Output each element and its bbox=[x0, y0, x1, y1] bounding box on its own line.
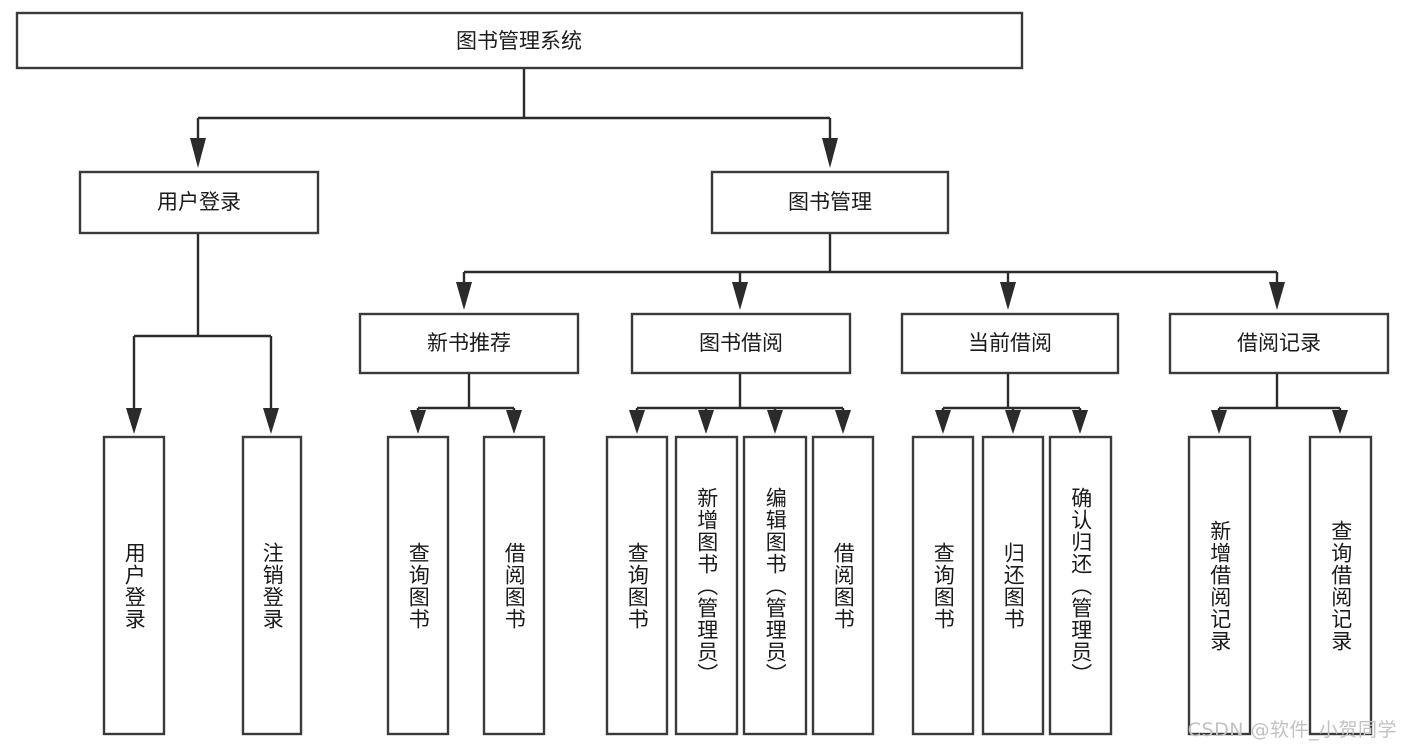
node-borrow-record-label: 借阅记录 bbox=[1237, 331, 1321, 355]
node-borrow-record-box[interactable] bbox=[1168, 312, 1390, 375]
leaf-box-add-borrow-record[interactable] bbox=[1187, 435, 1252, 736]
arrow-borrow-leaf1 bbox=[629, 410, 645, 434]
arrow-to-borrow bbox=[732, 282, 748, 310]
node-user-login[interactable]: 用户登录 bbox=[78, 170, 320, 235]
arrow-current-leaf3 bbox=[1072, 410, 1088, 434]
arrow-newbook-leaf1 bbox=[410, 410, 426, 434]
node-book-borrow-box[interactable] bbox=[630, 312, 852, 375]
leaf-box-query-book-borrow[interactable] bbox=[605, 435, 669, 736]
arrow-record-leaf2 bbox=[1332, 410, 1348, 434]
connector-group-borrow bbox=[629, 373, 851, 434]
arrow-root-to-bookmgmt bbox=[822, 138, 838, 168]
csdn-watermark: CSDN @软件_小贺同学 bbox=[1187, 719, 1397, 741]
arrow-login-leaf1 bbox=[126, 408, 142, 434]
leaf-box-query-borrow-record[interactable] bbox=[1308, 435, 1373, 736]
connector-group-root bbox=[190, 68, 838, 168]
node-root-label: 图书管理系统 bbox=[456, 29, 582, 53]
arrow-current-leaf1 bbox=[935, 410, 951, 434]
node-user-login-label: 用户登录 bbox=[157, 190, 241, 214]
arrow-borrow-leaf3 bbox=[767, 410, 783, 434]
node-new-book-recommend-label: 新书推荐 bbox=[427, 331, 511, 355]
arrow-borrow-leaf4 bbox=[835, 410, 851, 434]
connector-group-current bbox=[935, 373, 1088, 434]
node-current-borrow[interactable]: 当前借阅 bbox=[900, 312, 1120, 375]
arrow-record-leaf1 bbox=[1211, 410, 1227, 434]
node-book-management[interactable]: 图书管理 bbox=[710, 170, 950, 235]
node-root[interactable]: 图书管理系统 bbox=[15, 11, 1024, 70]
node-book-management-box[interactable] bbox=[710, 170, 950, 235]
leaf-box-borrow-book-rec[interactable] bbox=[482, 435, 546, 736]
node-new-book-recommend[interactable]: 新书推荐 bbox=[358, 312, 580, 375]
arrow-to-record bbox=[1269, 282, 1285, 310]
arrow-current-leaf2 bbox=[1005, 410, 1021, 434]
node-book-borrow-label: 图书借阅 bbox=[699, 331, 783, 355]
leaf-box-confirm-return-admin[interactable] bbox=[1048, 435, 1113, 736]
node-book-borrow[interactable]: 图书借阅 bbox=[630, 312, 852, 375]
connector-group-bookmgmt bbox=[456, 233, 1285, 310]
leaf-box-user-logout[interactable] bbox=[241, 435, 303, 736]
node-current-borrow-label: 当前借阅 bbox=[968, 331, 1052, 355]
node-new-book-recommend-box[interactable] bbox=[358, 312, 580, 375]
node-root-box[interactable] bbox=[15, 11, 1024, 70]
leaf-box-edit-book-admin[interactable] bbox=[742, 435, 808, 736]
arrow-borrow-leaf2 bbox=[698, 410, 714, 434]
leaf-box-return-book[interactable] bbox=[981, 435, 1045, 736]
leaf-box-query-book-current[interactable] bbox=[911, 435, 975, 736]
connector-group-login bbox=[126, 233, 279, 434]
node-book-management-label: 图书管理 bbox=[788, 190, 872, 214]
node-current-borrow-box[interactable] bbox=[900, 312, 1120, 375]
leaf-box-user-login[interactable] bbox=[102, 435, 166, 736]
connector-group-newbook bbox=[410, 373, 522, 434]
leaf-box-borrow-book[interactable] bbox=[811, 435, 875, 736]
node-borrow-record[interactable]: 借阅记录 bbox=[1168, 312, 1390, 375]
leaf-box-add-book-admin[interactable] bbox=[674, 435, 739, 736]
arrow-newbook-leaf2 bbox=[506, 410, 522, 434]
leaf-box-query-book-rec[interactable] bbox=[386, 435, 450, 736]
arrow-to-current bbox=[1000, 282, 1016, 310]
arrow-to-newbook bbox=[456, 282, 472, 310]
arrow-root-to-login bbox=[190, 138, 206, 168]
leaf-boxes bbox=[102, 435, 1373, 736]
connector-group-record bbox=[1211, 373, 1348, 434]
arrow-login-leaf2 bbox=[263, 408, 279, 434]
node-user-login-box[interactable] bbox=[78, 170, 320, 235]
